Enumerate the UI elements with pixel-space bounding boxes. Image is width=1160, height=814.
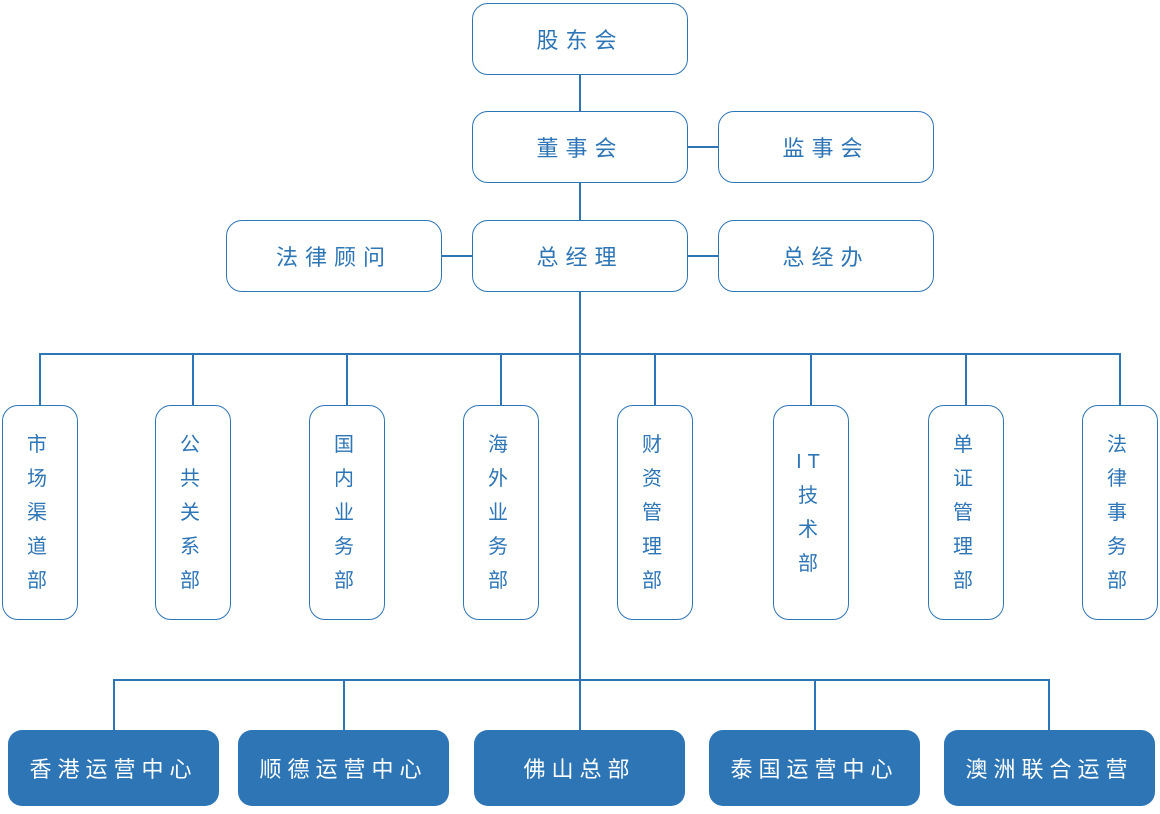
node-dept-public-relations: 公 共 关 系 部 [155, 405, 231, 620]
node-dept-overseas-business: 海 外 业 务 部 [463, 405, 539, 620]
node-label: 单 证 管 理 部 [953, 433, 979, 592]
node-label: 监事会 [782, 136, 870, 161]
node-label: 总经办 [782, 245, 870, 270]
node-dept-market-channel: 市 场 渠 道 部 [2, 405, 78, 620]
node-dept-domestic-business: 国 内 业 务 部 [309, 405, 385, 620]
node-label: 泰国运营中心 [730, 757, 899, 782]
connector-center-drop [814, 679, 816, 730]
node-label: 佛山总部 [523, 757, 636, 782]
node-label: IT 技 术 部 [796, 450, 826, 575]
node-center-thailand-operations: 泰国运营中心 [709, 730, 920, 806]
node-label: 法律顾问 [275, 245, 392, 270]
connector-center-drop [113, 679, 115, 730]
node-label: 总经理 [536, 245, 624, 270]
node-dept-treasury-management: 财 资 管 理 部 [617, 405, 693, 620]
node-label: 顺德运营中心 [259, 757, 428, 782]
connector-departments-rail [40, 353, 1120, 355]
node-center-shunde-operations: 顺德运营中心 [238, 730, 449, 806]
connector-dept-drop [654, 353, 656, 405]
node-dept-documentation-management: 单 证 管 理 部 [928, 405, 1004, 620]
node-label: 海 外 业 务 部 [488, 433, 514, 592]
node-label: 香港运营中心 [29, 757, 198, 782]
node-label: 市 场 渠 道 部 [27, 433, 53, 592]
connector-legal-advisor-gm [442, 255, 472, 257]
node-center-hongkong-operations: 香港运营中心 [8, 730, 219, 806]
connector-dept-drop [1119, 353, 1121, 405]
node-label: 法 律 事 务 部 [1107, 433, 1133, 592]
connector-dept-drop [810, 353, 812, 405]
node-label: 公 共 关 系 部 [180, 433, 206, 592]
connector-centers-rail [113, 679, 1050, 681]
connector-shareholders-board [579, 75, 581, 112]
node-legal-advisor: 法律顾问 [226, 220, 442, 292]
node-gm-office: 总经办 [718, 220, 934, 292]
connector-board-supervisory [688, 146, 718, 148]
connector-gm-trunk [579, 292, 581, 730]
connector-gm-gm-office [688, 255, 718, 257]
node-center-foshan-headquarters: 佛山总部 [474, 730, 685, 806]
node-label: 股东会 [536, 28, 624, 53]
node-general-manager: 总经理 [472, 220, 688, 292]
connector-dept-drop [192, 353, 194, 405]
connector-center-drop [1048, 679, 1050, 730]
node-shareholders-meeting: 股东会 [472, 3, 688, 75]
node-center-australia-joint-operations: 澳洲联合运营 [944, 730, 1155, 806]
connector-dept-drop [500, 353, 502, 405]
node-label: 董事会 [536, 136, 624, 161]
node-label: 财 资 管 理 部 [642, 433, 668, 592]
node-supervisory-board: 监事会 [718, 111, 934, 183]
connector-board-gm [579, 183, 581, 220]
node-label: 国 内 业 务 部 [334, 433, 360, 592]
node-dept-it-technology: IT 技 术 部 [773, 405, 849, 620]
connector-center-drop [343, 679, 345, 730]
node-label: 澳洲联合运营 [965, 757, 1134, 782]
connector-dept-drop [965, 353, 967, 405]
connector-dept-drop [39, 353, 41, 405]
node-dept-legal-affairs: 法 律 事 务 部 [1082, 405, 1158, 620]
connector-dept-drop [346, 353, 348, 405]
node-board-of-directors: 董事会 [472, 111, 688, 183]
